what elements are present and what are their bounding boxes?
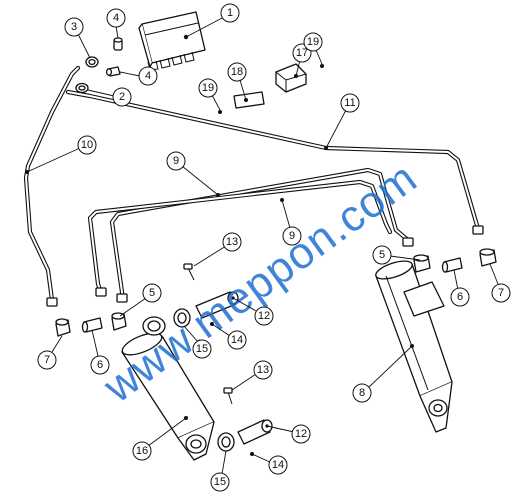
swivel-part-5-right [413, 254, 431, 273]
tee-fitting-part-7-right [479, 248, 497, 267]
small-fitting-part-4-top [113, 37, 123, 51]
adapter-part-6-right [441, 257, 463, 273]
callout-label: 12 [295, 428, 307, 440]
callout-4-mid: 4 [119, 66, 158, 86]
pin-part-12-upper [195, 291, 239, 319]
pin-part-12-lower [237, 419, 273, 445]
bolt-part-13-upper [183, 263, 195, 281]
callout-label: 11 [344, 97, 355, 109]
clamp-plate-part-18 [233, 91, 265, 109]
small-fitting-part-4-mid [105, 66, 121, 77]
callout-1: 1 [185, 3, 240, 38]
callout-label: 9 [173, 155, 179, 167]
callout-16: 16 [132, 417, 187, 461]
callout-4-top: 4 [106, 8, 126, 39]
adapter-part-6-left [81, 317, 103, 333]
hydraulic-cylinder-part-16 [121, 316, 215, 461]
callout-label: 1 [227, 7, 233, 19]
callout-7-left: 7 [37, 335, 63, 370]
screw-part-19-left [218, 110, 222, 114]
callout-9-lower: 9 [281, 199, 302, 246]
callout-5-right: 5 [372, 245, 421, 265]
callout-5-left: 5 [119, 283, 162, 317]
callout-12-upper: 12 [232, 297, 274, 326]
hydraulic-cylinder-part-8 [375, 260, 453, 433]
callout-label: 12 [258, 310, 270, 322]
callout-6-left: 6 [90, 329, 110, 375]
hydraulic-tube-part-9-upper [109, 167, 414, 303]
callout-label: 10 [81, 139, 93, 151]
ring-part-15-upper [173, 308, 191, 328]
callout-label: 16 [136, 445, 148, 457]
callout-14-upper: 14 [211, 323, 247, 350]
callout-label: 18 [231, 66, 243, 78]
bolt-part-13-lower [223, 387, 233, 405]
callout-label: 19 [202, 82, 214, 94]
callout-label: 14 [231, 334, 243, 346]
screw-part-19-right [320, 64, 324, 68]
connector-part-2 [75, 82, 89, 94]
callout-12-lower: 12 [266, 424, 311, 444]
callout-label: 4 [145, 70, 151, 82]
callout-10: 10 [26, 135, 97, 173]
callout-19-right: 19 [303, 32, 323, 65]
callout-label: 5 [379, 249, 385, 261]
callout-14-lower: 14 [251, 453, 288, 475]
callout-15-upper: 15 [183, 325, 212, 359]
callout-3: 3 [64, 17, 91, 59]
callout-label: 15 [196, 343, 208, 355]
ring-part-15-lower [217, 432, 235, 452]
callout-label: 3 [71, 21, 77, 33]
callout-label: 13 [257, 364, 269, 376]
callout-label: 8 [359, 387, 365, 399]
swivel-part-5-left [111, 312, 127, 331]
callout-7-right: 7 [489, 263, 511, 303]
callout-13-upper: 13 [193, 232, 242, 267]
callout-label: 17 [296, 47, 308, 59]
callout-label: 4 [113, 12, 119, 24]
callout-label: 7 [498, 287, 504, 299]
callout-2: 2 [87, 87, 132, 107]
bracket-part-17 [275, 63, 307, 93]
hydraulic-tube-part-11 [65, 89, 484, 235]
tee-fitting-part-7-left [55, 318, 71, 337]
hydraulic-tube-part-9-lower [87, 179, 393, 297]
callout-label: 5 [149, 287, 155, 299]
callout-label: 7 [44, 354, 50, 366]
callout-11: 11 [325, 93, 360, 149]
callout-label: 15 [214, 476, 226, 488]
callout-18: 18 [227, 62, 247, 101]
callout-8: 8 [352, 345, 413, 403]
hydraulic-tube-part-10 [23, 65, 81, 307]
elbow-fitting-part-3 [85, 56, 99, 68]
callout-13-lower: 13 [231, 360, 273, 391]
callout-15-lower: 15 [210, 450, 230, 492]
callout-label: 6 [457, 291, 463, 303]
valve-block-part-1 [138, 11, 206, 71]
callout-9-upper: 9 [166, 151, 219, 196]
callout-label: 13 [226, 236, 238, 248]
callout-label: 6 [97, 359, 103, 371]
callout-label: 2 [119, 91, 125, 103]
callout-19-left: 19 [198, 78, 221, 111]
callout-6-right: 6 [450, 269, 470, 307]
callout-label: 9 [289, 230, 295, 242]
callout-label: 14 [272, 459, 284, 471]
callout-label: 19 [307, 36, 319, 48]
